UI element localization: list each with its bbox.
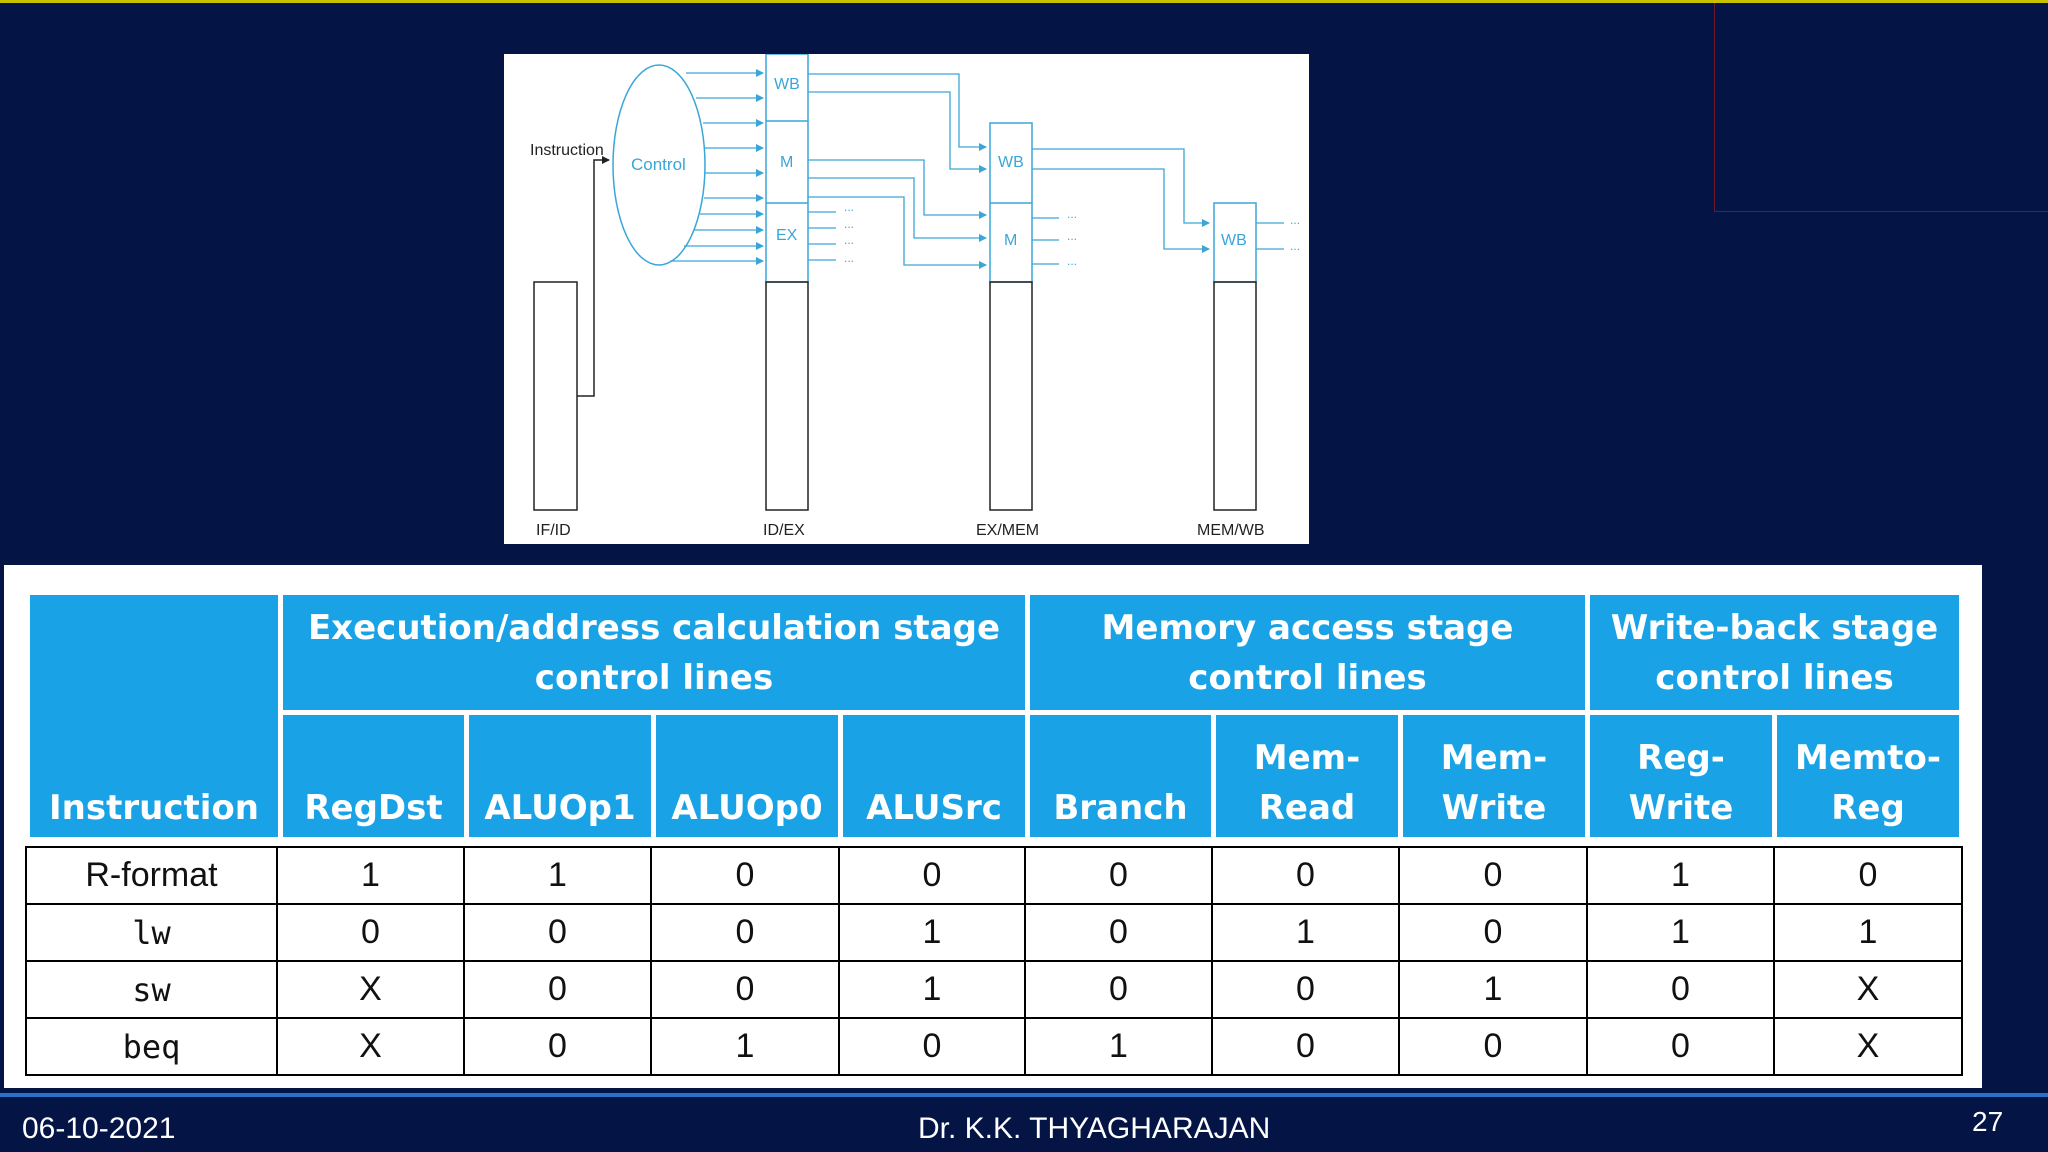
column-header-regwrite: Reg-Write xyxy=(1590,715,1772,837)
ellipsis-m-2: ... xyxy=(1067,229,1077,243)
value-cell: 1 xyxy=(1398,960,1588,1019)
value-cell: 1 xyxy=(1024,1017,1213,1076)
value-cell: 0 xyxy=(1586,1017,1775,1076)
instruction-cell: R-format xyxy=(25,846,278,905)
column-header-aluop1: ALUOp1 xyxy=(469,715,651,837)
value-cell: 0 xyxy=(1773,846,1963,905)
control-label: Control xyxy=(631,155,686,174)
ex-mem-m-label: M xyxy=(1004,232,1017,249)
if-id-label: IF/ID xyxy=(536,522,571,539)
id-ex-wb-label: WB xyxy=(774,76,800,93)
value-cell: 0 xyxy=(1398,1017,1588,1076)
ellipsis-ex-2: ... xyxy=(844,217,854,231)
group-header-line: Write-back stage xyxy=(1610,607,1939,648)
value-cell: 1 xyxy=(650,1017,840,1076)
instruction-column-header: Instruction xyxy=(30,595,278,837)
column-header-branch: Branch xyxy=(1030,715,1211,837)
instruction-cell: sw xyxy=(25,960,278,1019)
ellipsis-ex-1: ... xyxy=(844,200,854,214)
footer-rule xyxy=(0,1093,2048,1097)
value-cell: 0 xyxy=(838,1017,1026,1076)
value-cell: 0 xyxy=(1586,960,1775,1019)
value-cell: 1 xyxy=(463,846,652,905)
group-header-line: Memory access stage xyxy=(1101,607,1514,648)
instruction-cell: beq xyxy=(25,1017,278,1076)
value-cell: 0 xyxy=(1398,903,1588,962)
ex-mem-wb-label: WB xyxy=(998,154,1024,171)
value-cell: X xyxy=(276,1017,465,1076)
mem-wb-register xyxy=(1213,202,1257,511)
value-cell: 1 xyxy=(1211,903,1400,962)
column-header-alusrc: ALUSrc xyxy=(843,715,1025,837)
pipeline-control-diagram: Instruction Control WB M EX xyxy=(504,54,1309,544)
ex-mem-register xyxy=(989,122,1033,511)
value-cell: 0 xyxy=(1211,960,1400,1019)
table-row: sw X 0 0 1 0 0 1 0 X xyxy=(25,960,1963,1019)
value-cell: 0 xyxy=(1398,846,1588,905)
column-header-regdst: RegDst xyxy=(283,715,464,837)
column-header-aluop0: ALUOp0 xyxy=(656,715,838,837)
decorative-frame xyxy=(1714,3,2048,212)
value-cell: 1 xyxy=(838,903,1026,962)
instruction-cell: lw xyxy=(25,903,278,962)
value-cell: X xyxy=(1773,1017,1963,1076)
value-cell: 1 xyxy=(1586,846,1775,905)
value-cell: 0 xyxy=(276,903,465,962)
id-ex-ex-label: EX xyxy=(776,227,798,244)
memory-stage-group-header: Memory access stage control lines xyxy=(1030,595,1585,710)
value-cell: 0 xyxy=(650,960,840,1019)
top-accent-rule xyxy=(0,0,2048,3)
control-lines-header: Instruction Execution/address calculatio… xyxy=(25,590,1964,842)
value-cell: 1 xyxy=(276,846,465,905)
ellipsis-ex-4: ... xyxy=(844,251,854,265)
mem-wb-wb-label: WB xyxy=(1221,232,1247,249)
mem-wb-label: MEM/WB xyxy=(1197,522,1265,539)
column-header-memtoreg: Memto-Reg xyxy=(1777,715,1959,837)
control-lines-body: R-format 1 1 0 0 0 0 0 1 0 lw 0 0 0 1 0 … xyxy=(25,846,1963,1076)
if-id-register xyxy=(533,281,578,511)
footer-author: Dr. K.K. THYAGHARAJAN xyxy=(918,1112,1271,1145)
group-header-line: control lines xyxy=(1188,657,1427,698)
value-cell: 0 xyxy=(650,846,840,905)
value-cell: 1 xyxy=(1586,903,1775,962)
value-cell: 0 xyxy=(1024,846,1213,905)
ellipsis-wb-1: ... xyxy=(1290,213,1300,227)
column-header-memread: Mem-Read xyxy=(1216,715,1398,837)
value-cell: 0 xyxy=(1211,846,1400,905)
value-cell: 1 xyxy=(1773,903,1963,962)
group-header-line: control lines xyxy=(534,657,774,698)
value-cell: 1 xyxy=(838,960,1026,1019)
ellipsis-ex-3: ... xyxy=(844,233,854,247)
ellipsis-m-3: ... xyxy=(1067,254,1077,268)
value-cell: X xyxy=(276,960,465,1019)
column-header-memwrite: Mem-Write xyxy=(1403,715,1585,837)
ellipsis-m-1: ... xyxy=(1067,207,1077,221)
value-cell: 0 xyxy=(463,960,652,1019)
write-back-stage-group-header: Write-back stage control lines xyxy=(1590,595,1959,710)
table-row: beq X 0 1 0 1 0 0 0 X xyxy=(25,1017,1963,1076)
value-cell: 0 xyxy=(1024,903,1213,962)
group-header-line: Execution/address calculation stage xyxy=(307,607,1001,648)
control-unit xyxy=(612,64,706,266)
value-cell: 0 xyxy=(650,903,840,962)
id-ex-m-label: M xyxy=(780,154,793,171)
execution-stage-group-header: Execution/address calculation stage cont… xyxy=(283,595,1025,710)
id-ex-label: ID/EX xyxy=(763,522,805,539)
value-cell: 0 xyxy=(1024,960,1213,1019)
value-cell: 0 xyxy=(1211,1017,1400,1076)
table-row: R-format 1 1 0 0 0 0 0 1 0 xyxy=(25,846,1963,905)
slide-number: 27 xyxy=(1972,1106,2004,1137)
value-cell: 0 xyxy=(838,846,1026,905)
instruction-label: Instruction xyxy=(530,142,604,159)
footer-date: 06-10-2021 xyxy=(22,1112,176,1145)
value-cell: X xyxy=(1773,960,1963,1019)
id-ex-register xyxy=(765,54,809,511)
group-header-line: control lines xyxy=(1655,657,1894,698)
value-cell: 0 xyxy=(463,903,652,962)
table-row: lw 0 0 0 1 0 1 0 1 1 xyxy=(25,903,1963,962)
control-lines-table-panel: Instruction Execution/address calculatio… xyxy=(4,565,1982,1088)
value-cell: 0 xyxy=(463,1017,652,1076)
ex-mem-label: EX/MEM xyxy=(976,522,1039,539)
ellipsis-wb-2: ... xyxy=(1290,239,1300,253)
